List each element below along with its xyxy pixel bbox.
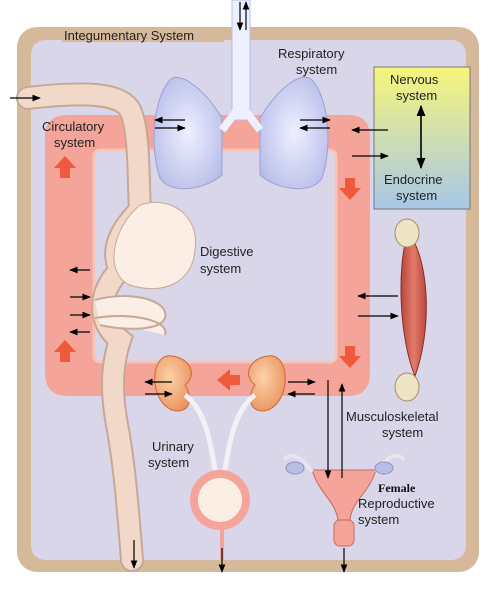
digestive-label-1: Digestive	[200, 244, 253, 259]
bone-top	[394, 218, 420, 248]
reproductive-label-2: system	[358, 512, 399, 527]
flow-arrow-left-up-2	[54, 340, 76, 362]
right-ovary	[374, 461, 394, 475]
exchange-arrows	[10, 1, 399, 573]
ureters	[183, 393, 257, 471]
left-lung	[153, 77, 223, 190]
right-lung	[259, 77, 329, 190]
flow-arrow-bottom-left	[217, 369, 240, 391]
flow-arrow-right-down-1	[339, 178, 361, 200]
respiratory-label-2: system	[296, 62, 337, 77]
intestine-loops	[94, 295, 167, 336]
urinary-label-1: Urinary	[152, 439, 194, 454]
stomach	[113, 201, 197, 290]
flow-arrow-right-down-2	[339, 346, 361, 368]
bronchi	[218, 102, 264, 133]
bladder	[190, 470, 250, 530]
left-kidney	[154, 355, 192, 412]
trachea	[231, 0, 251, 121]
circulatory-loop	[45, 115, 370, 396]
digestive-label-2: system	[200, 261, 241, 276]
integumentary-label: Integumentary System	[64, 28, 194, 43]
circulatory-label-2: system	[54, 135, 95, 150]
integumentary-label-bg	[62, 28, 224, 42]
endocrine-label-2: system	[396, 188, 437, 203]
flow-arrow-left-up-1	[54, 156, 76, 178]
vagina	[333, 519, 355, 547]
musculoskeletal-label-1: Musculoskeletal	[346, 409, 439, 424]
musculoskeletal-label-2: system	[382, 425, 423, 440]
circulatory-label-1: Circulatory	[42, 119, 105, 134]
left-ovary	[285, 461, 305, 475]
nervous-label-1: Nervous	[390, 72, 439, 87]
endocrine-label-1: Endocrine	[384, 172, 443, 187]
female-label: Female	[378, 481, 416, 495]
reproductive-label-1: Reproductive	[358, 496, 435, 511]
respiratory-label-1: Respiratory	[278, 46, 345, 61]
nervous-label-2: system	[396, 88, 437, 103]
right-kidney	[248, 355, 286, 412]
bone-bottom	[394, 372, 420, 402]
urinary-label-2: system	[148, 455, 189, 470]
